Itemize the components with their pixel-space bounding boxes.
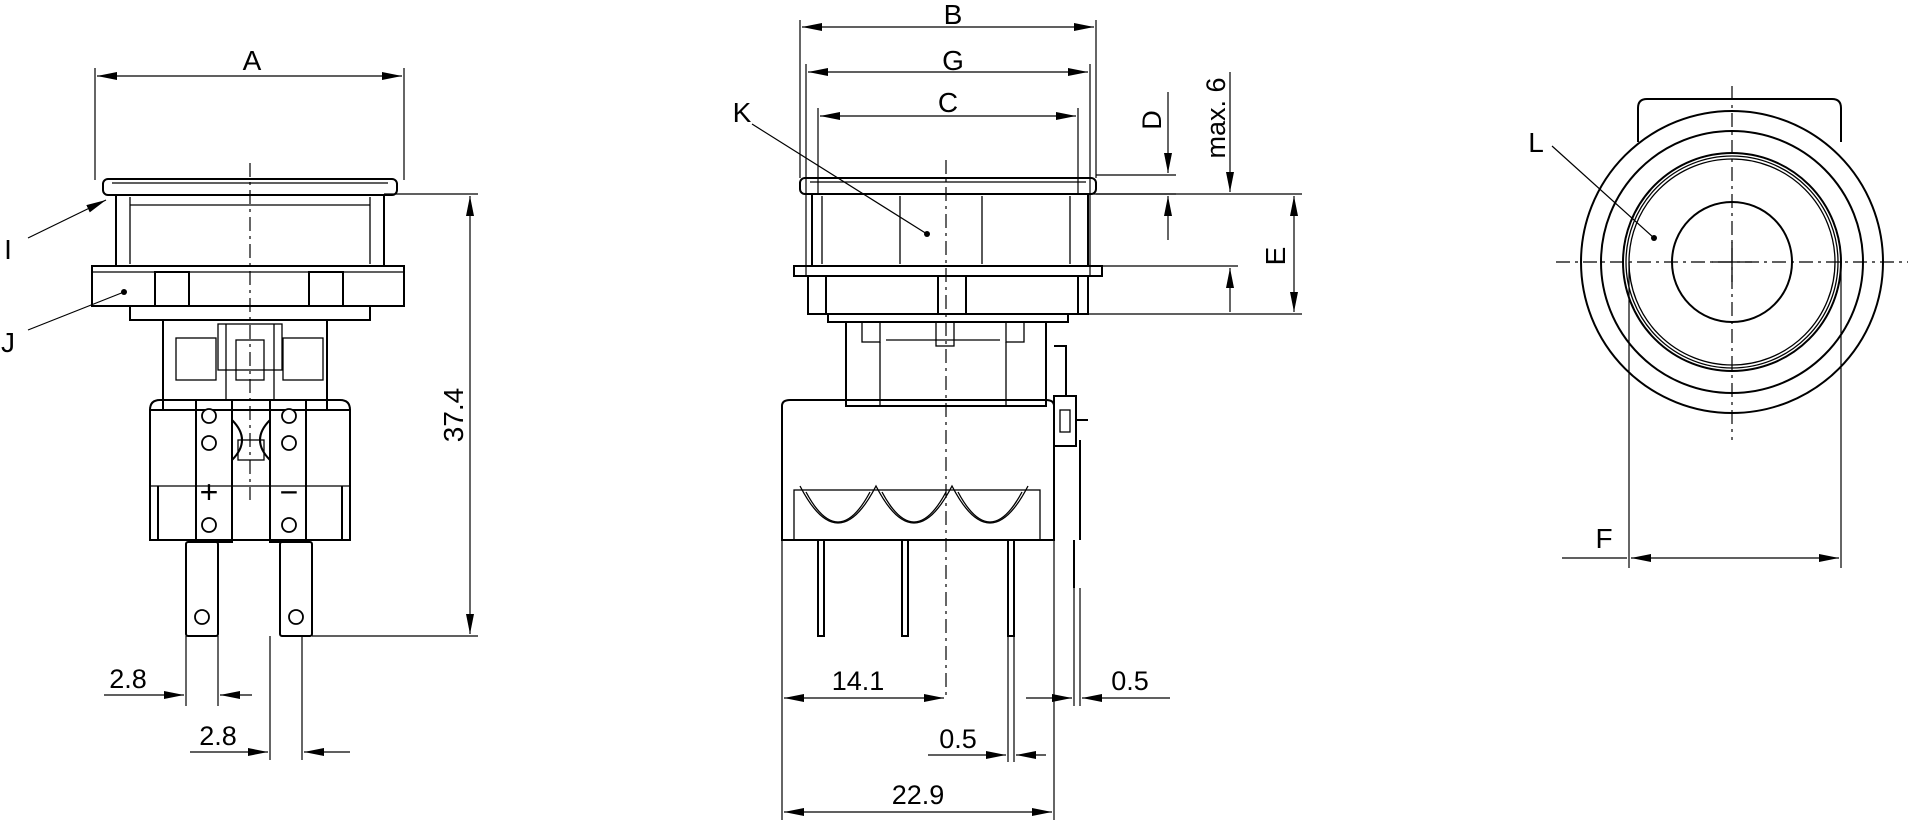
- dim-e-label: E: [1260, 247, 1291, 266]
- callout-k: K: [733, 97, 752, 128]
- dim-pin-thickness-a-value: 0.5: [1111, 666, 1149, 696]
- dim-pin-thickness-b-value: 0.5: [939, 724, 977, 754]
- dim-c-label: C: [938, 87, 958, 118]
- dim-f-label: F: [1595, 523, 1612, 554]
- dim-d-label: D: [1137, 110, 1167, 130]
- polarity-minus-mark: −: [280, 474, 299, 510]
- top-view: L F: [1528, 86, 1908, 568]
- dim-half-width-value: 14.1: [832, 666, 885, 696]
- callout-i: I: [4, 234, 12, 265]
- callout-j: J: [1, 327, 15, 358]
- dim-height-value: 37.4: [438, 388, 469, 443]
- side-view: K B G C D max. 6 E 14.1: [733, 0, 1302, 820]
- dim-total-width-value: 22.9: [892, 780, 945, 810]
- dim-a-label: A: [243, 45, 262, 76]
- dim-pin-pitch-value: 2.8: [199, 721, 237, 751]
- dim-b-label: B: [944, 0, 963, 30]
- callout-l: L: [1528, 127, 1544, 158]
- dim-pin-width-value: 2.8: [109, 664, 147, 694]
- dim-max-label: max. 6: [1201, 77, 1231, 158]
- dim-g-label: G: [942, 45, 964, 76]
- polarity-plus-mark: +: [200, 474, 219, 510]
- front-view: + − A 37.4 2.8 2.8 I J: [1, 45, 478, 760]
